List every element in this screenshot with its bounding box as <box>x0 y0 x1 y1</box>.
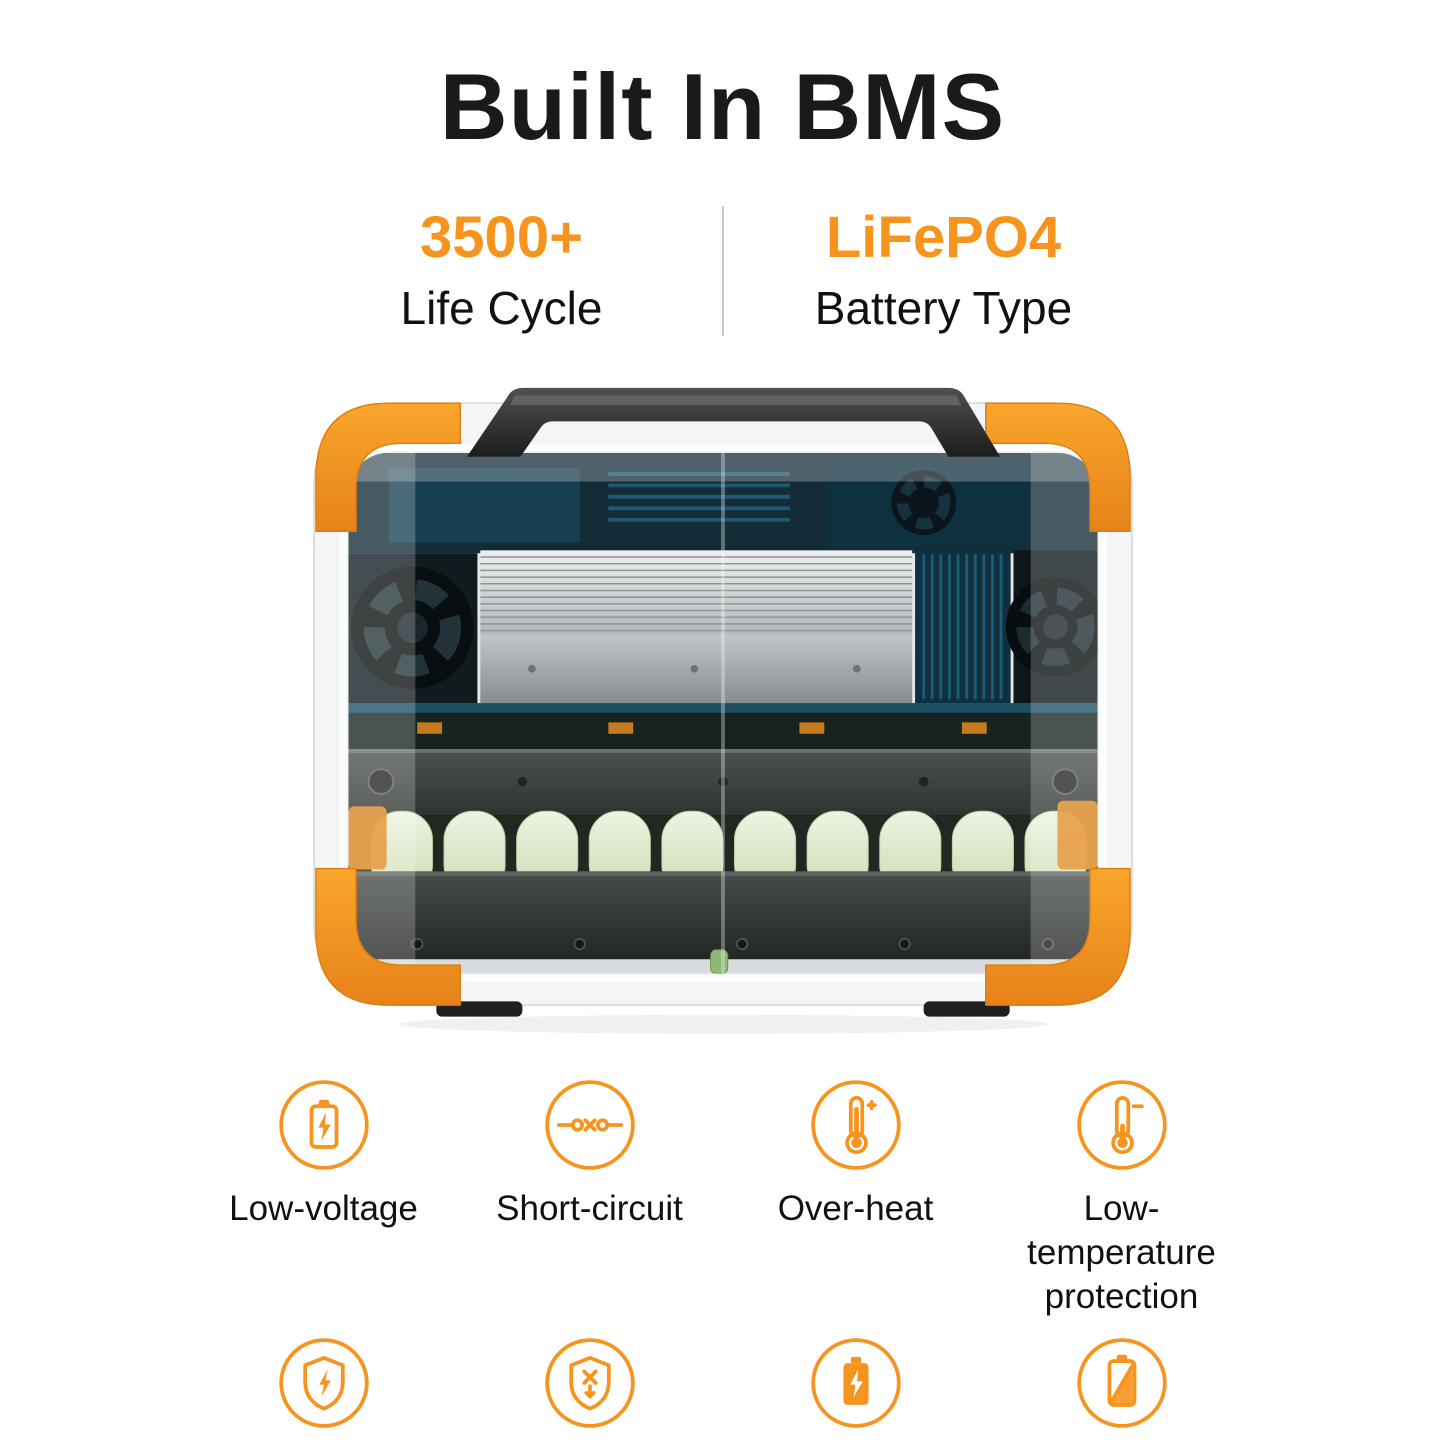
stat-battery-type: LiFePO4 Battery Type <box>744 204 1144 335</box>
stat-life-cycle: 3500+ Life Cycle <box>302 204 702 335</box>
stat-battery-type-value: LiFePO4 <box>825 204 1062 270</box>
shield-lightning-icon <box>277 1336 371 1430</box>
feature-low-voltage: Low-voltage <box>191 1078 457 1231</box>
stat-battery-type-label: Battery Type <box>814 281 1073 334</box>
feature-battery-failure: Battery failure <box>989 1336 1255 1445</box>
corner-bumpers <box>314 402 1131 1007</box>
battery-bolt-icon <box>809 1336 903 1430</box>
protection-grid: Low-voltage Short-circuit Over-heat Low-… <box>191 1078 1255 1445</box>
feature-low-temperature-protection: Low-temperature protection <box>989 1078 1255 1318</box>
low-temperature-thermometer-icon <box>1075 1078 1169 1172</box>
battery-failure-icon <box>1075 1336 1169 1430</box>
feature-label: Low-voltage <box>229 1189 418 1229</box>
power-station-cutaway-illustration <box>312 388 1133 1035</box>
overheat-thermometer-icon <box>809 1078 903 1172</box>
product-cutaway-image <box>293 386 1153 1036</box>
feature-over-current: Over-current <box>457 1336 723 1445</box>
feature-label: Over-heat <box>777 1189 934 1229</box>
feature-label: Short-circuit <box>496 1189 683 1229</box>
carry-handle <box>466 388 1000 458</box>
feature-over-voltage: Over-voltage <box>191 1336 457 1445</box>
stats-row: 3500+ Life Cycle LiFePO4 Battery Type <box>0 204 1445 337</box>
stats-divider <box>721 206 724 337</box>
page-title: Built In BMS <box>439 54 1006 159</box>
feature-over-heat: Over-heat <box>723 1078 989 1231</box>
feature-label: Low-temperature protection <box>1027 1189 1216 1316</box>
shield-x-icon <box>543 1336 637 1430</box>
battery-lightning-icon <box>277 1078 371 1172</box>
stat-life-cycle-value: 3500+ <box>420 204 583 270</box>
stat-life-cycle-label: Life Cycle <box>400 281 603 334</box>
feature-short-circuit: Short-circuit <box>457 1078 723 1231</box>
short-circuit-icon <box>543 1078 637 1172</box>
feature-over-load: Over-load <box>723 1336 989 1445</box>
